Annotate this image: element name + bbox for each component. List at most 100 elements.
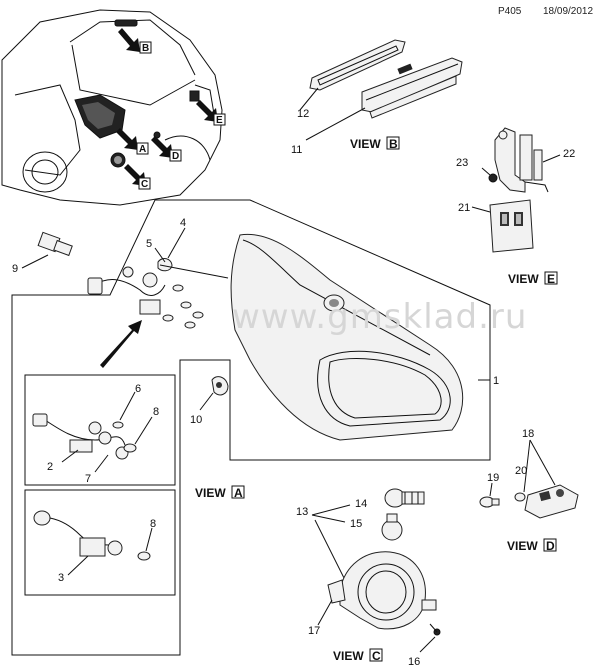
callout-arrow-b: B (118, 28, 152, 54)
label-1: 1 (493, 375, 499, 387)
label-8-upper: 8 (153, 406, 159, 418)
view-e-letter: E (547, 272, 555, 286)
diagram-date: 18/09/2012 (543, 6, 593, 17)
leader-22 (542, 154, 561, 163)
label-23: 23 (456, 157, 468, 169)
view-b-letter: B (389, 137, 398, 151)
bulb-socket-10 (211, 376, 229, 396)
bulb-19 (479, 496, 500, 508)
harness-detail-3 (33, 510, 123, 557)
label-9: 9 (12, 263, 18, 275)
label-18: 18 (522, 428, 534, 440)
callout-letter-b: B (142, 43, 149, 54)
leader-17 (317, 599, 333, 626)
tail-lamp-assembly (230, 233, 464, 441)
label-21: 21 (458, 202, 470, 214)
high-mount-lamp-assembly (361, 57, 463, 119)
view-a-letter-box (231, 485, 245, 499)
label-19: 19 (487, 472, 499, 484)
license-lamp-18 (524, 484, 579, 519)
detail-arrow (100, 320, 142, 368)
view-b-title: VIEW (350, 137, 381, 151)
label-10: 10 (190, 414, 202, 426)
leader-to-lamp (159, 264, 229, 279)
view-a-frame (11, 199, 491, 656)
watermark: www.gmsklad.ru (232, 297, 527, 337)
view-a-letter: A (234, 486, 243, 500)
view-d-letter-box (543, 538, 557, 552)
label-8-lower: 8 (150, 518, 156, 530)
bulb-8-lower (137, 551, 151, 561)
leader-14 (311, 504, 351, 516)
leader-12 (299, 87, 319, 111)
leader-9 (21, 254, 49, 269)
label-6: 6 (135, 383, 141, 395)
view-c-letter: C (372, 649, 381, 663)
high-mount-lamp-lens (309, 39, 406, 91)
callout-letter-d: D (172, 151, 179, 162)
wedge-bulb-20 (514, 492, 526, 502)
view-a-title: VIEW (195, 486, 226, 500)
callout-arrow-c: C (124, 164, 151, 190)
callout-arrow-e: E (196, 100, 226, 126)
label-16: 16 (408, 656, 420, 668)
fog-lamp-assembly (327, 551, 437, 630)
view-b-letter-box (386, 136, 400, 150)
view-e-title: VIEW (508, 272, 539, 286)
label-22: 22 (563, 148, 575, 160)
callout-arrow-d: D (151, 136, 182, 162)
leader-19 (489, 482, 493, 497)
label-5: 5 (146, 238, 152, 250)
leader-6 (119, 391, 136, 421)
label-3: 3 (58, 572, 64, 584)
view-d-letter: D (546, 539, 555, 553)
bulb-8-upper (123, 443, 137, 453)
leader-15 (311, 514, 346, 523)
leader-10 (199, 392, 214, 411)
bolt-23 (488, 173, 498, 183)
view-d-title: VIEW (507, 539, 538, 553)
label-4: 4 (180, 217, 186, 229)
label-11: 11 (291, 144, 302, 156)
label-20: 20 (515, 465, 527, 477)
leader-4 (167, 227, 186, 259)
callout-arrow-a: A (116, 128, 149, 155)
screw-16 (429, 623, 441, 636)
switch-module-21 (489, 199, 534, 253)
connector-9 (37, 231, 73, 257)
view-c-letter-box (369, 648, 383, 662)
harness-detail-2 (32, 413, 129, 460)
leader-7 (94, 454, 109, 473)
detail-box-upper (24, 374, 176, 486)
leader-18-a (523, 439, 531, 493)
label-17: 17 (308, 625, 320, 637)
leader-5 (154, 247, 166, 263)
view-c-title: VIEW (333, 649, 364, 663)
bulb-6 (112, 421, 124, 429)
diagram-code: P405 (498, 6, 522, 17)
detail-box-lower (24, 489, 176, 596)
callout-letter-c: C (141, 179, 148, 190)
rear-bracket-part-22 (494, 127, 549, 193)
callout-letter-a: A (139, 144, 146, 155)
label-15: 15 (350, 518, 362, 530)
label-12: 12 (297, 108, 309, 120)
bulb-socket-14 (384, 488, 425, 508)
leader-8-lower (145, 527, 153, 552)
label-2: 2 (47, 461, 53, 473)
bulb-15 (381, 513, 403, 541)
callout-letter-e: E (216, 115, 223, 126)
leader-3 (67, 555, 89, 576)
leader-23 (481, 167, 491, 176)
car-rear-illustration (1, 9, 223, 206)
label-7: 7 (85, 473, 91, 485)
label-13: 13 (296, 506, 308, 518)
label-14: 14 (355, 498, 367, 510)
leader-21 (471, 206, 491, 213)
leader-16 (419, 636, 436, 653)
wiring-harness-main (87, 266, 204, 329)
leader-8-upper (134, 416, 153, 445)
leader-18-b (529, 439, 556, 486)
leader-2 (61, 449, 79, 463)
